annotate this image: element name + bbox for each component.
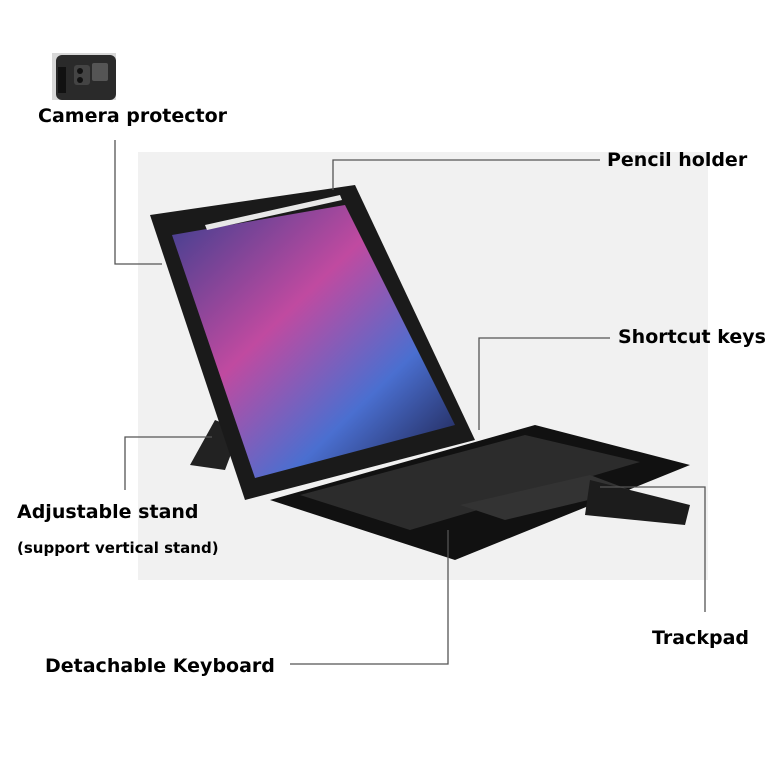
label-camera-protector: Camera protector xyxy=(38,105,228,127)
label-trackpad: Trackpad xyxy=(652,627,749,649)
label-adjustable-stand: Adjustable stand xyxy=(17,501,199,523)
label-detachable-keyboard: Detachable Keyboard xyxy=(45,655,275,677)
tablet-screen xyxy=(172,205,455,478)
pencil xyxy=(205,195,342,230)
trackpad-area xyxy=(460,475,630,520)
leader-keyboard xyxy=(290,530,449,665)
leader-lines xyxy=(114,140,706,665)
leader-stand xyxy=(124,436,212,490)
camera-protector-thumbnail xyxy=(52,53,116,100)
leader-pencil xyxy=(332,159,600,190)
label-shortcut-keys: Shortcut keys xyxy=(618,326,766,348)
leader-trackpad xyxy=(600,486,706,612)
label-pencil-holder: Pencil holder xyxy=(607,149,748,171)
keyboard-keys xyxy=(300,435,640,530)
camera-icon xyxy=(56,55,116,100)
leader-camera xyxy=(114,140,162,265)
keyboard-flap xyxy=(585,480,690,525)
leader-shortcut xyxy=(478,337,610,430)
label-adjustable-stand-note: (support vertical stand) xyxy=(17,539,219,557)
